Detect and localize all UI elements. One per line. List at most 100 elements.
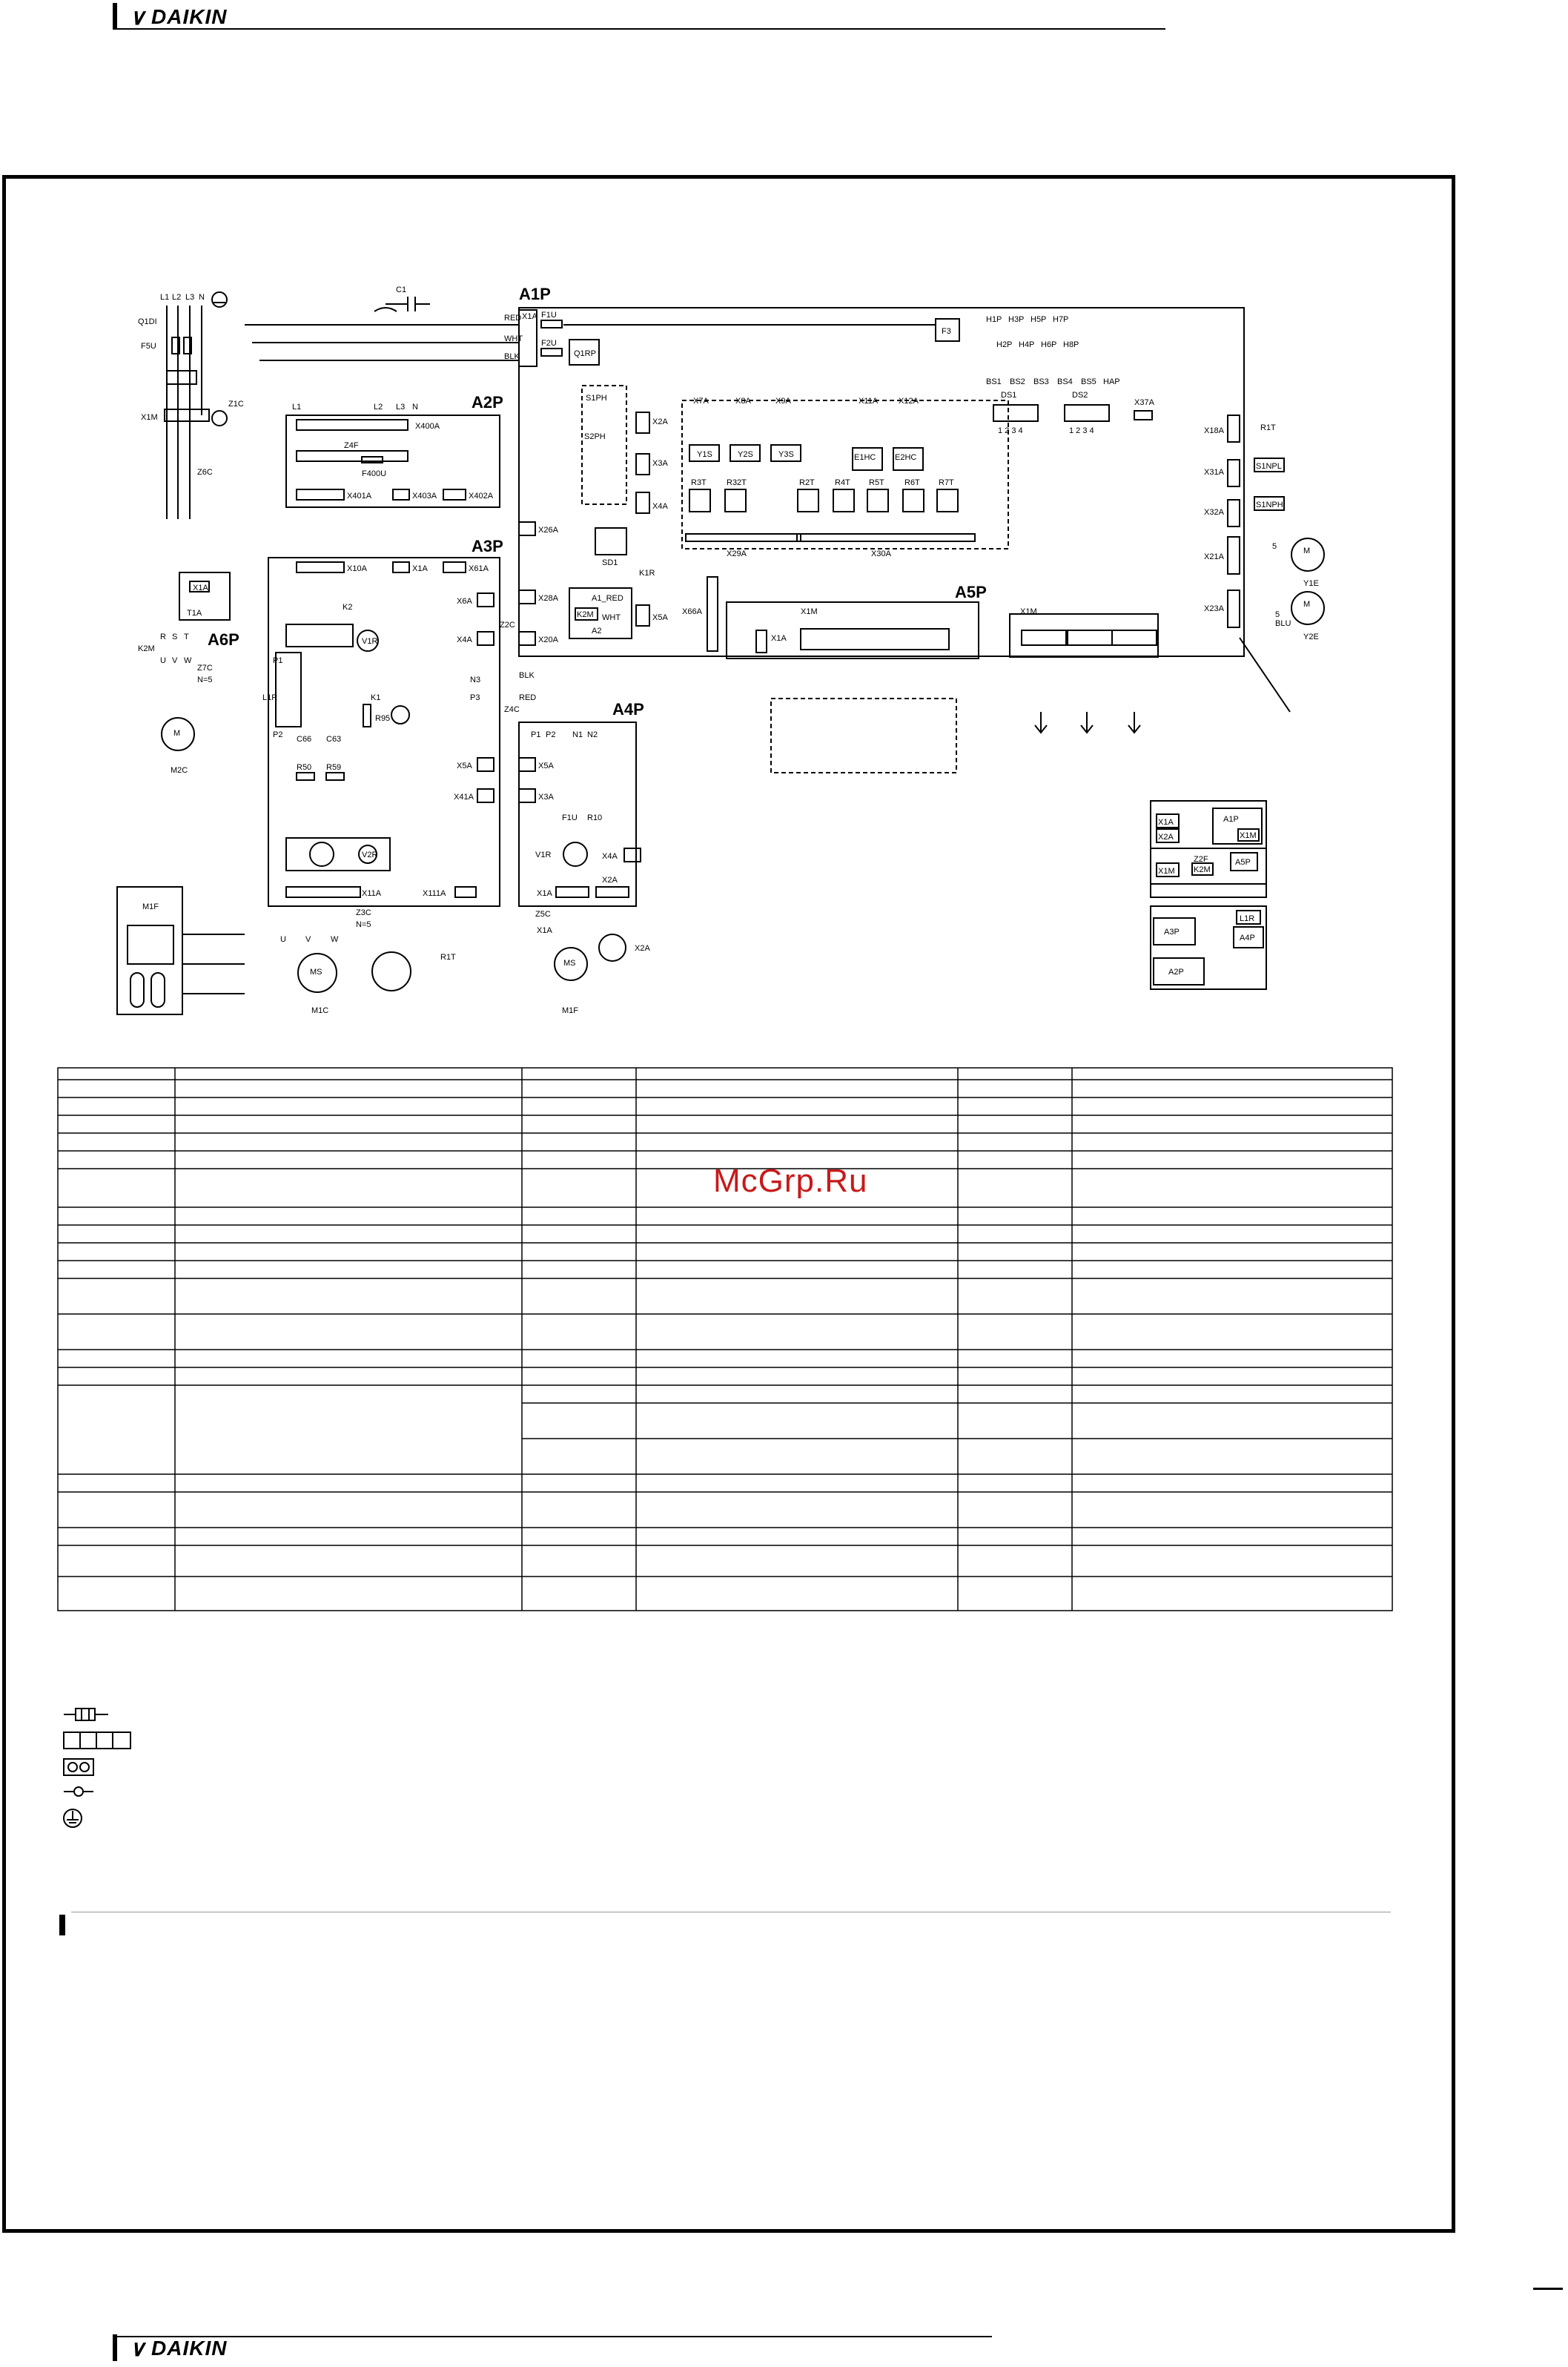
brand-logo-top: ∨ DAIKIN — [113, 3, 254, 30]
x1m-interface: X1M — [1009, 607, 1159, 734]
svg-text:X1A: X1A — [193, 584, 208, 592]
svg-text:X7A: X7A — [693, 397, 709, 406]
svg-text:N: N — [199, 293, 205, 302]
svg-text:A2P: A2P — [472, 393, 503, 412]
svg-text:R5T: R5T — [869, 478, 884, 487]
svg-text:M1C: M1C — [311, 1006, 328, 1015]
svg-text:V1R: V1R — [362, 637, 377, 646]
svg-text:Z1C: Z1C — [228, 400, 244, 409]
svg-text:DS1: DS1 — [1001, 391, 1016, 400]
svg-text:V: V — [305, 935, 311, 944]
svg-text:X1A: X1A — [537, 889, 552, 898]
svg-text:X2A: X2A — [635, 944, 650, 953]
board-a5p: A5P X1M X1A — [726, 583, 987, 773]
svg-text:P1: P1 — [531, 730, 540, 739]
svg-text:X4A: X4A — [602, 852, 618, 861]
svg-text:C66: C66 — [297, 735, 311, 744]
pcb-connector-icon — [63, 1758, 94, 1776]
svg-text:A3P: A3P — [472, 537, 503, 555]
svg-text:M: M — [1303, 600, 1310, 609]
svg-text:V: V — [172, 656, 178, 665]
svg-text:F5U: F5U — [141, 342, 156, 351]
svg-text:E2HC: E2HC — [895, 453, 916, 462]
svg-text:K2M: K2M — [138, 644, 155, 653]
section-marker — [59, 1915, 65, 1935]
svg-text:X1M: X1M — [1020, 607, 1037, 616]
svg-text:X403A: X403A — [412, 492, 437, 501]
svg-text:Z4F: Z4F — [344, 441, 359, 450]
compressor-m1c: U V W Z3C N=5 MS M1C R1T — [280, 908, 456, 1015]
svg-text:X9A: X9A — [775, 397, 791, 406]
parts-table — [57, 1067, 1393, 1611]
svg-text:K1R: K1R — [639, 569, 655, 578]
svg-text:R59: R59 — [326, 763, 341, 772]
symbol-legend — [63, 1708, 131, 1828]
svg-text:L1R: L1R — [262, 693, 277, 702]
brand-name: DAIKIN — [151, 5, 228, 28]
svg-text:R6T: R6T — [904, 478, 920, 487]
svg-text:A4P: A4P — [612, 700, 644, 719]
svg-text:P3: P3 — [470, 693, 480, 702]
board-a1p: A1P X1A F1U F2U Q1RP F3 RED WHT BLK S1PH… — [245, 285, 1325, 713]
svg-text:X5A: X5A — [538, 762, 554, 770]
svg-text:K1: K1 — [371, 693, 380, 702]
svg-text:L1: L1 — [292, 403, 301, 412]
svg-text:DS2: DS2 — [1072, 391, 1088, 400]
svg-text:X1M: X1M — [141, 413, 158, 422]
svg-text:S1PH: S1PH — [586, 394, 607, 403]
svg-text:R: R — [160, 633, 166, 641]
location-box-upper: X1A X2A A1P X1M Z2F K2M A5P X1M — [1150, 800, 1267, 898]
svg-text:WHT: WHT — [504, 334, 523, 343]
svg-text:X1A: X1A — [412, 564, 428, 573]
svg-text:V1R: V1R — [535, 851, 551, 859]
svg-text:5: 5 — [1275, 610, 1280, 619]
svg-text:L1R: L1R — [1240, 914, 1254, 923]
svg-text:A5P: A5P — [1235, 858, 1251, 867]
svg-text:X26A: X26A — [538, 526, 559, 535]
svg-text:X8A: X8A — [735, 397, 751, 406]
svg-text:BLK: BLK — [519, 671, 535, 680]
svg-text:BS3: BS3 — [1033, 377, 1049, 386]
brand-logo-bottom: ∨ DAIKIN — [113, 2334, 254, 2361]
svg-text:U: U — [280, 935, 286, 944]
header-rule — [113, 28, 1165, 30]
terminal-strip-icon — [63, 1731, 131, 1749]
svg-text:X1A: X1A — [771, 634, 787, 643]
svg-text:BS5: BS5 — [1081, 377, 1096, 386]
svg-text:X23A: X23A — [1204, 604, 1225, 613]
svg-text:1 2 3 4: 1 2 3 4 — [1069, 426, 1094, 435]
svg-text:R2T: R2T — [799, 478, 815, 487]
svg-text:Q1RP: Q1RP — [574, 349, 596, 358]
svg-text:X18A: X18A — [1204, 426, 1225, 435]
svg-text:X12A: X12A — [899, 397, 919, 406]
svg-text:X41A: X41A — [454, 793, 474, 802]
svg-text:N=5: N=5 — [356, 920, 371, 929]
svg-text:X2A: X2A — [1158, 833, 1174, 842]
svg-text:X3A: X3A — [652, 459, 668, 468]
svg-text:Y2E: Y2E — [1303, 633, 1319, 641]
svg-text:M2C: M2C — [171, 766, 188, 775]
svg-text:X66A: X66A — [682, 607, 703, 616]
svg-text:X400A: X400A — [415, 422, 440, 431]
svg-text:X1M: X1M — [1240, 831, 1257, 840]
svg-text:U: U — [160, 656, 166, 665]
svg-text:A1_RED: A1_RED — [592, 594, 623, 603]
svg-text:L1: L1 — [160, 293, 169, 302]
svg-text:X30A: X30A — [871, 549, 892, 558]
svg-text:X20A: X20A — [538, 636, 559, 644]
svg-text:X29A: X29A — [727, 549, 747, 558]
svg-text:C63: C63 — [326, 735, 341, 744]
svg-text:L2: L2 — [374, 403, 383, 412]
svg-text:R4T: R4T — [835, 478, 850, 487]
svg-text:H1P: H1P — [986, 315, 1002, 324]
svg-text:Z4C: Z4C — [504, 705, 520, 714]
svg-text:X402A: X402A — [469, 492, 494, 501]
svg-text:Z3C: Z3C — [356, 908, 371, 917]
svg-text:X37A: X37A — [1134, 398, 1155, 407]
svg-text:X1A: X1A — [522, 312, 537, 321]
svg-text:Y1E: Y1E — [1303, 579, 1319, 588]
location-box-lower: L1R A3P A4P A2P — [1150, 905, 1267, 990]
svg-text:Z5C: Z5C — [535, 910, 551, 919]
svg-text:L3: L3 — [396, 403, 405, 412]
svg-text:HAP: HAP — [1103, 377, 1120, 386]
